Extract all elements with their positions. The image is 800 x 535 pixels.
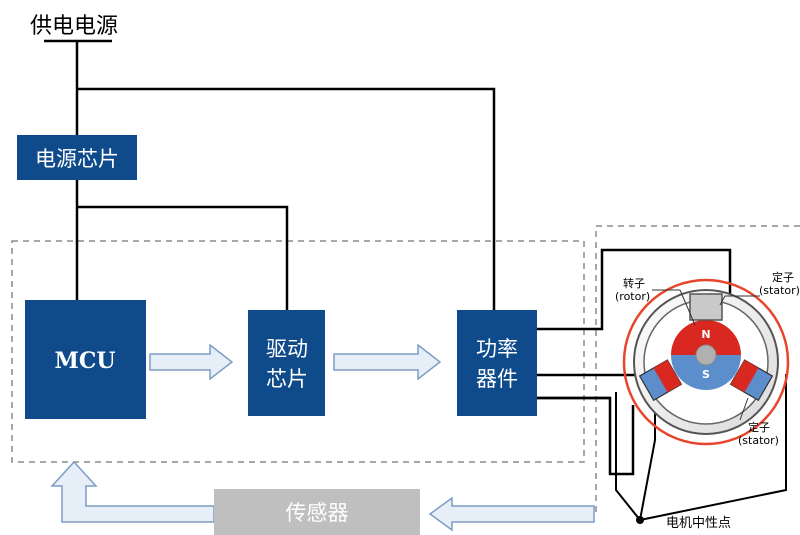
stator-coil-top xyxy=(689,293,723,321)
stator-top-label-en: (stator) xyxy=(759,284,800,297)
driver-chip-block xyxy=(248,310,325,416)
stator-top-leader xyxy=(719,295,760,306)
rotor-pole-n: N xyxy=(701,328,710,341)
rotor-pole-s: S xyxy=(702,368,710,381)
mcu-label: MCU xyxy=(54,348,115,374)
stator-bottom-label-en: (stator) xyxy=(738,434,779,447)
rotor-label-en: (rotor) xyxy=(615,290,650,303)
controller-boundary xyxy=(11,240,585,463)
phase-wiring xyxy=(537,248,732,476)
mcu-block xyxy=(25,300,146,419)
power-device-block xyxy=(457,310,537,416)
motor-outer-ring xyxy=(622,278,790,446)
motor-boundary xyxy=(595,225,800,512)
rotor-south-half xyxy=(671,355,741,390)
power-chip-label: 电源芯片 xyxy=(35,147,119,171)
neutral-point-dot xyxy=(636,516,644,524)
motor-illustration: N S xyxy=(622,278,790,446)
stator-bottom-label: 定子 xyxy=(748,420,770,434)
stator-top-label: 定子 xyxy=(772,270,794,284)
power-chip-block xyxy=(17,135,137,180)
neutral-point-label: 电机中性点 xyxy=(666,516,731,531)
stator-bottom-leader xyxy=(739,397,749,421)
power-wiring xyxy=(44,39,496,310)
sensor-label: 传感器 xyxy=(286,501,349,525)
rotor-north-half xyxy=(671,320,741,355)
sensor-block xyxy=(214,489,420,535)
neutral-wiring xyxy=(615,374,787,521)
power-device-line2: 器件 xyxy=(476,367,518,391)
arrow-driver-to-power xyxy=(333,343,442,381)
arrow-mcu-to-driver xyxy=(149,343,234,381)
power-supply-label: 供电电源 xyxy=(30,14,118,39)
arrow-sensor-to-mcu xyxy=(50,460,215,523)
driver-chip-line2: 芯片 xyxy=(266,367,308,391)
power-device-line1: 功率 xyxy=(476,337,518,361)
arrow-motor-to-sensor xyxy=(428,496,595,532)
rotor-label: 转子 xyxy=(623,276,645,290)
rotor-leader xyxy=(652,289,696,326)
rotor-shaft xyxy=(695,344,717,366)
stator-coil-left-red xyxy=(653,360,682,393)
driver-chip-line1: 驱动 xyxy=(266,337,308,361)
stator-coil-right-red xyxy=(730,360,759,393)
